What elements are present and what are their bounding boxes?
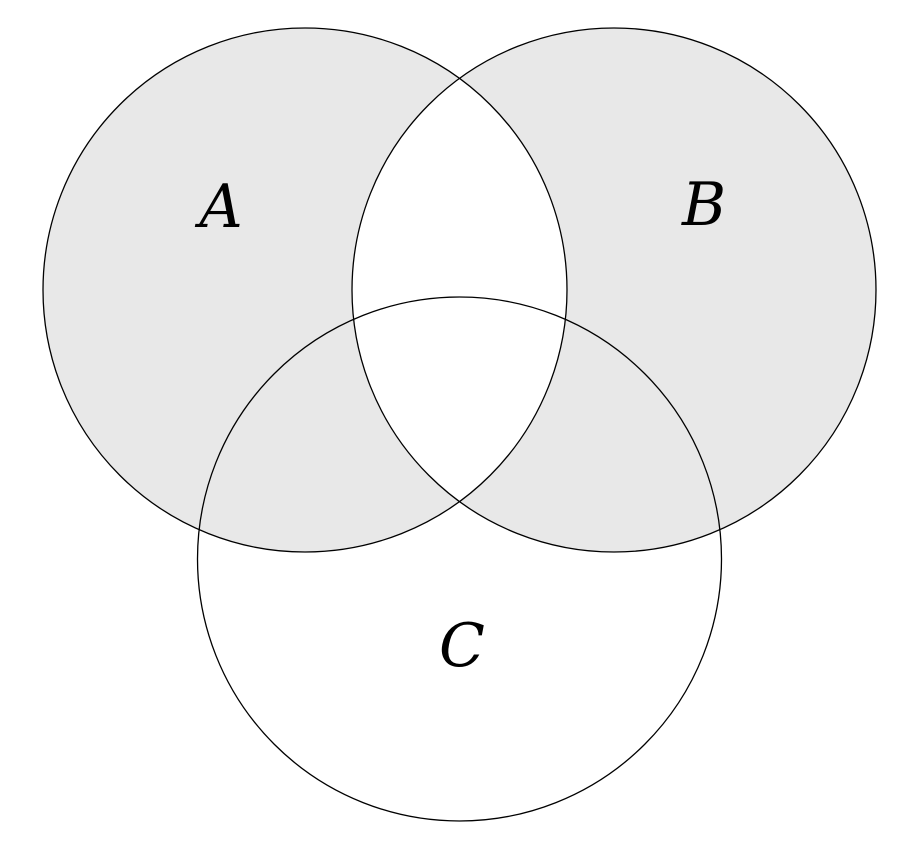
label-set-b: B [681, 170, 726, 240]
circle-b-outline [351, 27, 877, 553]
circle-c-outline [196, 296, 723, 822]
label-set-c: C [439, 611, 485, 681]
label-set-a: A [194, 172, 242, 242]
shaded-region-a-xor-b [43, 27, 876, 553]
circle-outlines [42, 27, 877, 822]
set-labels: A B C [194, 170, 726, 681]
circle-a-outline [42, 27, 568, 553]
